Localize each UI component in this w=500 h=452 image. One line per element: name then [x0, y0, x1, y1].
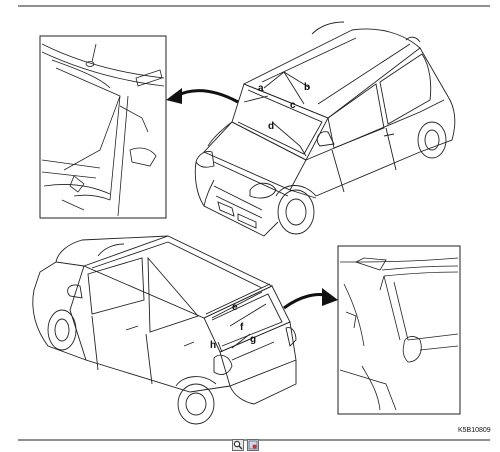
- label-a: a: [258, 83, 264, 94]
- picture-tool-icon: [248, 440, 258, 450]
- tailgate-detail-inset: [337, 245, 461, 415]
- arrow-to-tailgate-inset: [283, 288, 338, 310]
- label-f: f: [240, 322, 244, 333]
- car-rear-view: [32, 235, 297, 425]
- picture-tool-button[interactable]: [247, 439, 259, 451]
- figure-code: K5B10809: [458, 427, 491, 434]
- label-c: c: [290, 100, 296, 111]
- label-b: b: [304, 82, 310, 93]
- label-d: d: [268, 121, 274, 132]
- label-e: e: [232, 302, 238, 313]
- label-g: g: [250, 334, 256, 345]
- arrow-to-windshield-inset: [166, 88, 239, 104]
- car-front-view: [194, 21, 456, 237]
- label-h: h: [210, 340, 216, 351]
- zoom-button[interactable]: [232, 439, 244, 451]
- zoom-icon: [233, 440, 243, 450]
- windshield-detail-inset: [39, 35, 167, 219]
